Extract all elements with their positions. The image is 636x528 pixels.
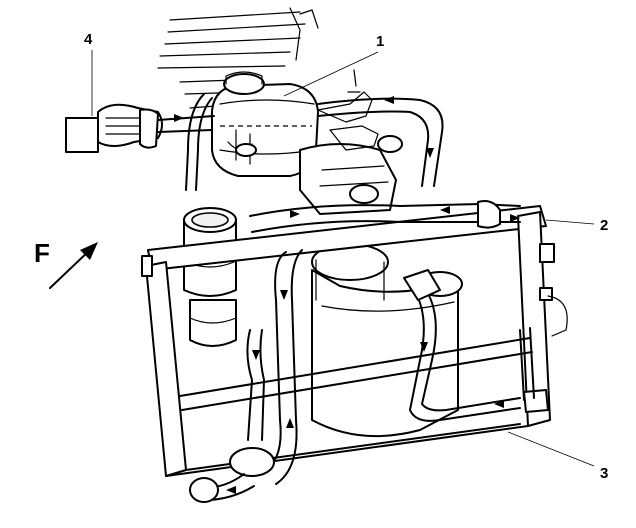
direction-marker: F [34,238,98,289]
callout-4-label: 4 [84,31,93,48]
callout-2-label: 2 [600,217,608,234]
callout-2: 2 [545,217,608,234]
callout-2-leader [545,219,595,225]
oil-filter-housing [183,207,237,347]
callout-1: 1 [283,33,384,97]
callout-1-leader [283,51,379,97]
upper-radiator-pipe [249,200,521,233]
callout-3: 3 [507,431,608,482]
callout-3-label: 3 [600,465,608,482]
callout-3-leader [507,431,595,467]
lower-hoses [189,249,303,503]
callout-1-label: 1 [376,33,384,50]
upper-hoses [157,93,444,191]
heater-core [65,103,163,153]
engine-cluster [299,69,403,215]
expansion-tank [210,71,319,177]
return-hose [403,269,521,422]
direction-arrow-head [80,242,98,260]
direction-label: F [34,238,50,268]
central-tank [311,243,463,438]
callout-4: 4 [84,31,93,116]
